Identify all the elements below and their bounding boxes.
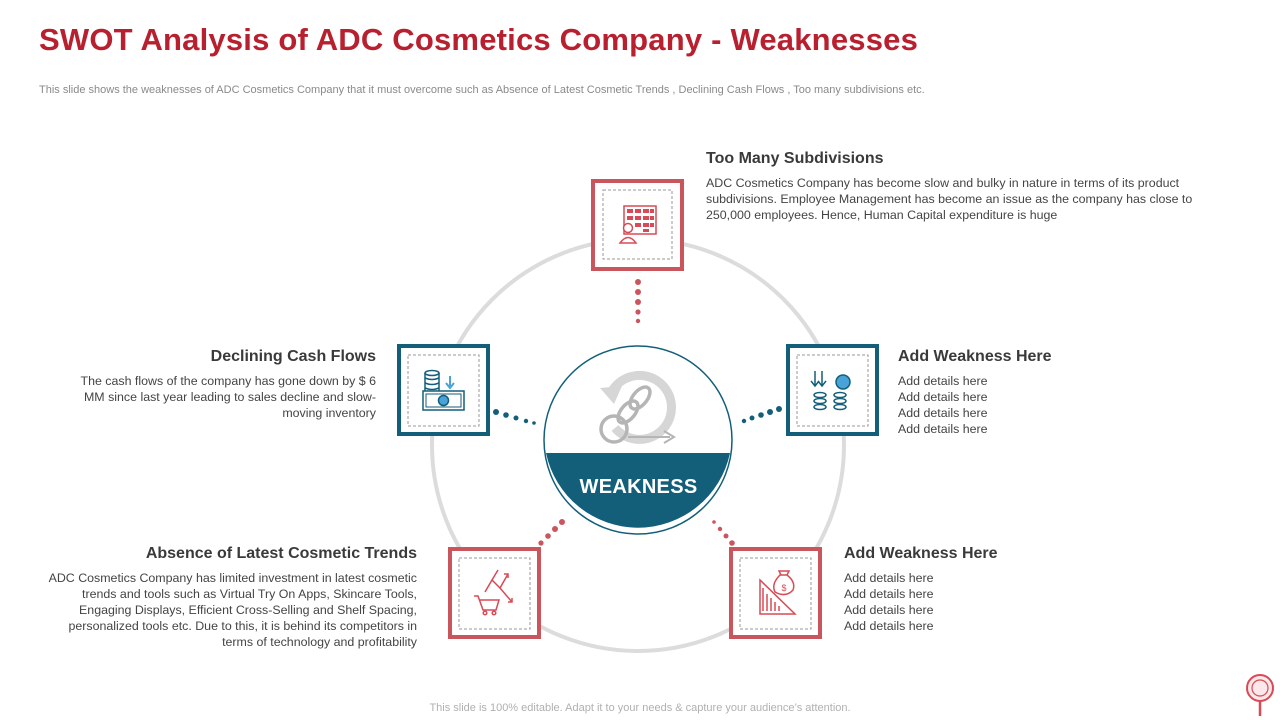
detail-line: Add details here	[844, 571, 934, 585]
page-subtitle: This slide shows the weaknesses of ADC C…	[39, 84, 925, 96]
detail-line: Add details here	[898, 390, 988, 404]
box-right-upper	[786, 344, 879, 436]
weakness-text: The cash flows of the company has gone d…	[80, 374, 377, 420]
detail-line: Add details here	[898, 374, 988, 388]
box-bottom-left	[448, 547, 541, 639]
weakness-title: Too Many Subdivisions	[706, 150, 884, 167]
employee-grid-icon	[618, 205, 657, 244]
weakness-details: Add details here Add details here Add de…	[898, 373, 1118, 437]
detail-line: Add details here	[898, 406, 988, 420]
center-circle	[543, 345, 733, 535]
weakness-text: ADC Cosmetics Company has become slow an…	[706, 176, 1193, 222]
coins-decline-icon	[810, 371, 851, 411]
box-left	[397, 344, 490, 436]
chain-cycle-icon	[599, 370, 676, 444]
box-bottom-right: $	[729, 547, 822, 639]
weakness-text: ADC Cosmetics Company has limited invest…	[48, 571, 417, 649]
weakness-left: Declining Cash Flows The cash flows of t…	[40, 348, 377, 421]
weakness-bottom-right: Add Weakness Here Add details here Add d…	[844, 545, 1064, 634]
footer-note: This slide is 100% editable. Adapt it to…	[429, 702, 851, 714]
detail-line: Add details here	[844, 619, 934, 633]
cash-decline-icon	[422, 369, 465, 411]
weakness-title: Absence of Latest Cosmetic Trends	[145, 545, 417, 562]
weakness-title: Add Weakness Here	[844, 545, 998, 562]
svg-text:$: $	[781, 583, 786, 593]
weakness-title: Add Weakness Here	[898, 348, 1052, 365]
connector-bottom-left	[538, 519, 565, 546]
mirror-logo-icon	[1246, 674, 1274, 716]
cart-arrows-icon	[474, 569, 513, 616]
detail-line: Add details here	[844, 603, 934, 617]
page-title: SWOT Analysis of ADC Cosmetics Company -…	[39, 22, 919, 57]
box-top	[591, 179, 684, 271]
money-bag-decline-icon: $	[759, 570, 797, 615]
weakness-top: Too Many Subdivisions ADC Cosmetics Comp…	[706, 150, 1228, 223]
detail-line: Add details here	[844, 587, 934, 601]
center-label: WEAKNESS	[579, 476, 698, 498]
connector-top	[635, 279, 641, 324]
connector-right-upper	[741, 406, 782, 424]
weakness-right-upper: Add Weakness Here Add details here Add d…	[898, 348, 1118, 437]
weakness-bottom-left: Absence of Latest Cosmetic Trends ADC Co…	[40, 545, 417, 650]
weakness-title: Declining Cash Flows	[210, 348, 376, 365]
detail-line: Add details here	[898, 422, 988, 436]
weakness-details: Add details here Add details here Add de…	[844, 570, 1064, 634]
